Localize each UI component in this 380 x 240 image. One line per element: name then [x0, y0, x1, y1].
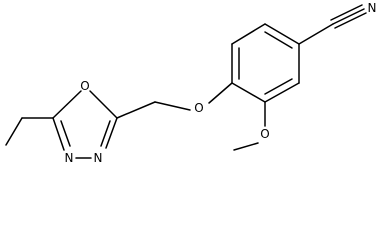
- bond-ring-c6-c1: [231, 82, 266, 103]
- bond-n4-c5: [52, 117, 65, 151]
- atom-ether-oxygen: O: [194, 101, 203, 115]
- atom-nitrogen-left: N: [65, 151, 74, 165]
- bond-omethoxy-ch3: [233, 142, 259, 151]
- bond-ring-c5-c6-inner: [264, 78, 293, 95]
- bond-oether-ring: [208, 82, 233, 104]
- bond-c2-n3-double: [100, 120, 111, 147]
- atom-oxadiazole-oxygen: O: [80, 79, 89, 93]
- bond-c2-n3: [105, 117, 118, 149]
- bond-ring-c5-c6: [264, 82, 300, 103]
- bond-ring-cn-carbon: [298, 23, 334, 45]
- bond-ring-c3-c4: [264, 23, 300, 45]
- structure-diagram: O N N O O N: [5, 1, 377, 165]
- bond-c2-ch2: [116, 101, 156, 119]
- bond-o1-c2: [89, 90, 118, 119]
- bond-nitrile-1: [332, 8, 365, 25]
- bond-ch2-oether: [154, 101, 191, 111]
- atom-nitrogen-right: N: [94, 151, 103, 165]
- bond-ethyl-ch3-ch2: [5, 117, 23, 146]
- bond-ring-c3-c4-inner: [264, 31, 293, 49]
- molecule-svg: O N N O O N: [5, 1, 377, 165]
- atom-methoxy-oxygen: O: [260, 127, 269, 141]
- bond-nitrile-3: [334, 12, 367, 29]
- bond-nitrile-2: [330, 4, 363, 21]
- bond-ring-c2-c3: [231, 23, 266, 45]
- bond-n4-c5-double: [60, 120, 71, 147]
- bond-c5-o1: [52, 90, 82, 119]
- atom-nitrile-nitrogen: N: [368, 1, 377, 15]
